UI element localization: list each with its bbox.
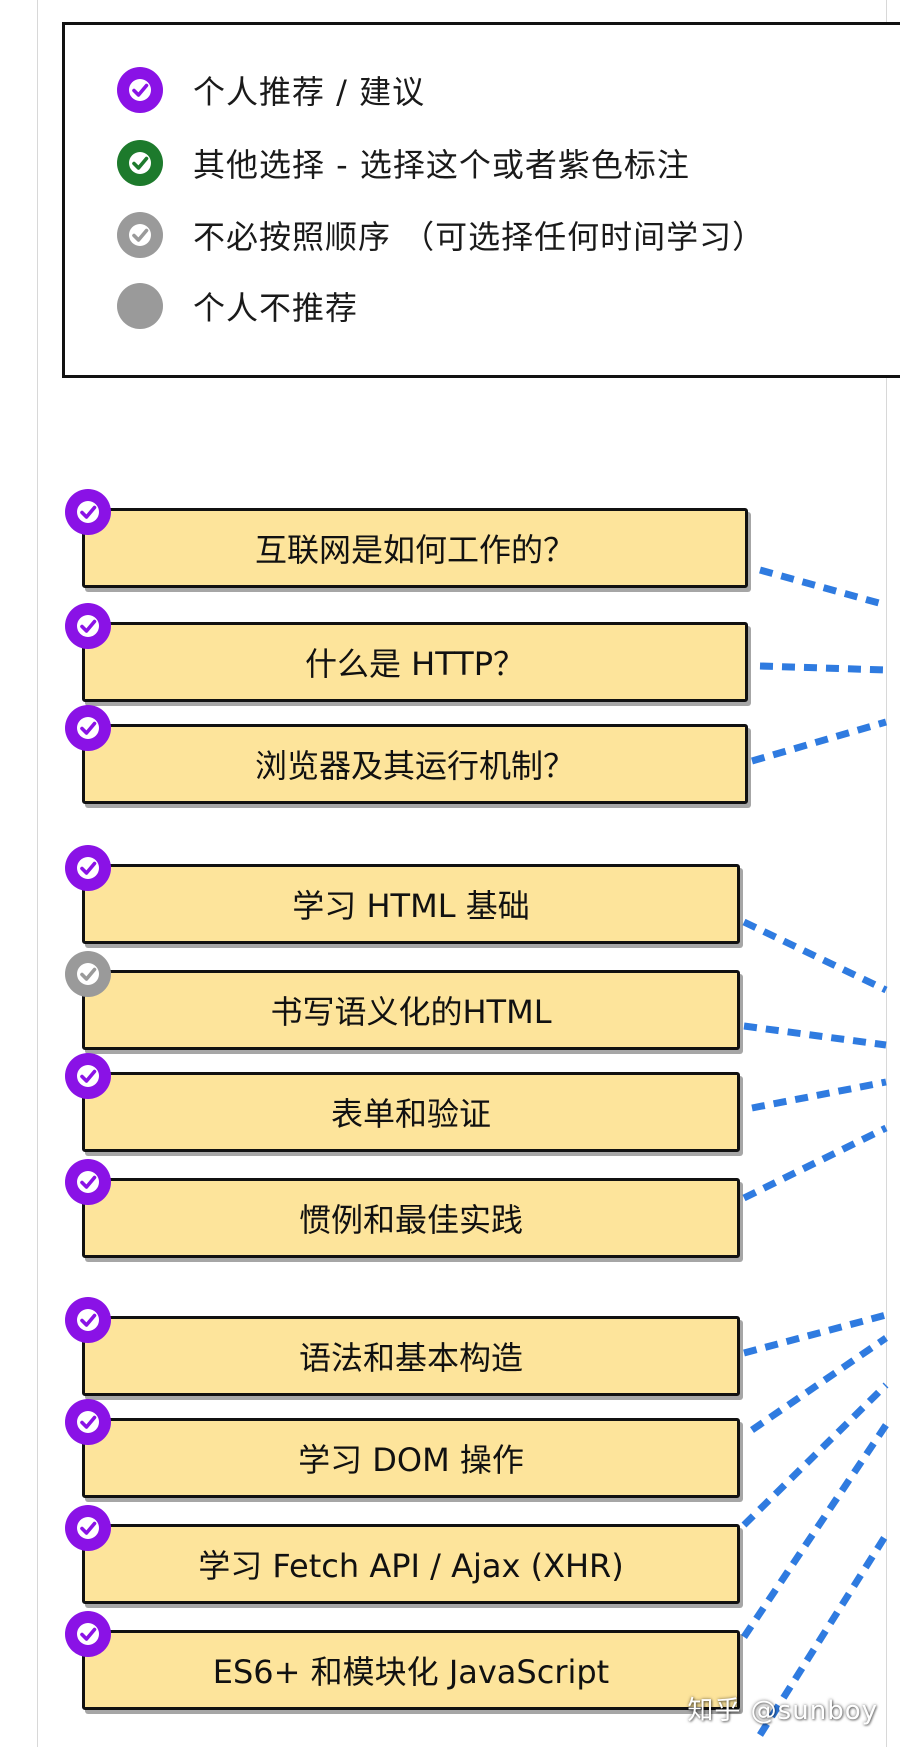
legend-item-not-recommended: 个人不推荐: [117, 281, 358, 331]
connector-line: [743, 1022, 887, 1049]
topic-label: 互联网是如何工作的？: [254, 531, 575, 569]
connector-line: [742, 918, 888, 994]
legend-item-alternative: 其他选择 - 选择这个或者紫色标注: [117, 138, 690, 188]
topic-what-is-http[interactable]: 什么是 HTTP？: [65, 603, 748, 702]
connector-line: [759, 662, 887, 674]
topic-forms-validation[interactable]: 表单和验证: [65, 1053, 740, 1152]
topic-html-basics[interactable]: 学习 HTML 基础: [65, 845, 740, 944]
frame-left-border: [37, 0, 38, 1747]
connector-line: [751, 1078, 887, 1112]
topic-label: 书写语义化的HTML: [270, 993, 552, 1031]
check-badge-icon: [65, 1611, 111, 1657]
topic-label: 学习 DOM 操作: [298, 1441, 524, 1479]
topic-browsers[interactable]: 浏览器及其运行机制？: [65, 705, 748, 804]
topic-label: 表单和验证: [330, 1095, 491, 1133]
connector-line: [741, 1382, 889, 1528]
topic-label: ES6+ 和模块化 JavaScript: [212, 1653, 610, 1691]
check-badge-icon: [65, 1505, 111, 1551]
check-badge-icon: [65, 1159, 111, 1205]
check-badge-icon: [65, 603, 111, 649]
connector-line: [743, 1311, 887, 1357]
topic-label: 惯例和最佳实践: [298, 1201, 523, 1239]
check-badge-icon: [117, 67, 163, 113]
topic-es6-modules[interactable]: ES6+ 和模块化 JavaScript: [65, 1611, 740, 1710]
connector-line: [742, 1124, 888, 1202]
connector-line: [750, 1335, 888, 1433]
legend-label: 个人推荐 / 建议: [193, 73, 426, 111]
check-badge-icon: [65, 705, 111, 751]
check-badge-icon: [65, 1297, 111, 1343]
legend-box: 个人推荐 / 建议 其他选择 - 选择这个或者紫色标注 不必按照顺序 （可选择任…: [62, 22, 900, 378]
check-badge-icon: [65, 845, 111, 891]
gray-dot-icon: [117, 283, 163, 329]
legend-item-any-order: 不必按照顺序 （可选择任何时间学习）: [117, 210, 765, 260]
topic-syntax-basics[interactable]: 语法和基本构造: [65, 1297, 740, 1396]
legend-label: 不必按照顺序 （可选择任何时间学习）: [193, 218, 766, 256]
topic-how-internet-works[interactable]: 互联网是如何工作的？: [65, 489, 748, 588]
check-badge-icon: [65, 489, 111, 535]
topic-semantic-html[interactable]: 书写语义化的HTML: [65, 951, 740, 1050]
topic-label: 浏览器及其运行机制？: [254, 747, 575, 785]
topic-best-practices[interactable]: 惯例和最佳实践: [65, 1159, 740, 1258]
connector-line: [751, 718, 887, 765]
connector-line: [759, 566, 887, 609]
legend-label: 个人不推荐: [193, 289, 359, 327]
topic-label: 语法和基本构造: [298, 1339, 523, 1377]
topic-dom-manipulation[interactable]: 学习 DOM 操作: [65, 1399, 740, 1498]
check-badge-icon: [117, 212, 163, 258]
check-badge-icon: [117, 140, 163, 186]
frame-right-border: [886, 0, 887, 1747]
watermark: 知乎 @sunboy: [687, 1696, 878, 1726]
check-badge-icon: [65, 951, 111, 997]
topic-label: 学习 HTML 基础: [292, 887, 530, 925]
legend-label: 其他选择 - 选择这个或者紫色标注: [193, 146, 690, 184]
legend-item-recommended: 个人推荐 / 建议: [117, 65, 425, 115]
topic-label: 什么是 HTTP？: [304, 645, 526, 683]
topic-label: 学习 Fetch API / Ajax (XHR): [198, 1547, 624, 1585]
check-badge-icon: [65, 1399, 111, 1445]
connector-line: [741, 1423, 889, 1639]
check-badge-icon: [65, 1053, 111, 1099]
topic-fetch-ajax[interactable]: 学习 Fetch API / Ajax (XHR): [65, 1505, 740, 1604]
